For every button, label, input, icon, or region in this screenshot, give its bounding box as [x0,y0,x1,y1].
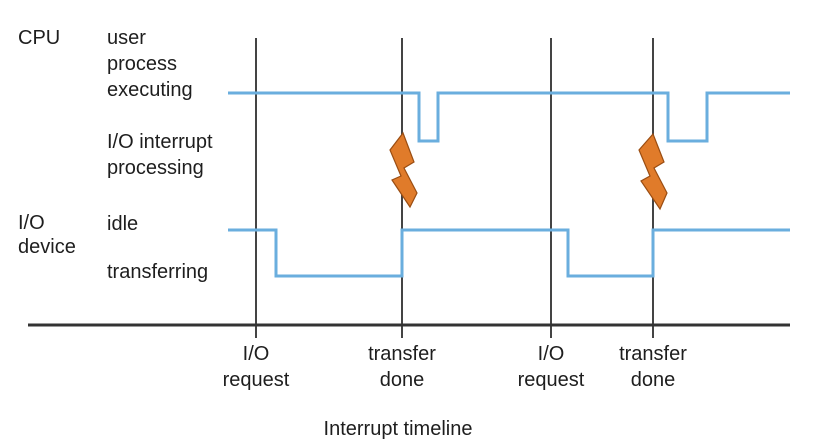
event-label-io-request: I/O request [222,343,290,391]
lightning-bolt-icon [389,131,418,209]
transferring-label: transferring [107,261,209,283]
event-label-transfer-done: transfer done [619,343,687,391]
diagram-caption: Interrupt timeline [323,418,473,440]
idle-label: idle [107,213,139,235]
user-process-executing-label: user process executing [107,27,193,101]
cpu-label: CPU [18,27,61,49]
event-label-io-request: I/O request [517,343,585,391]
event-label-transfer-done: transfer done [368,343,436,391]
cpu-activity-signal [228,91,790,143]
io-device-signal [228,228,790,278]
io-device-label: I/O device [18,212,76,258]
io-interrupt-processing-label: I/O interrupt processing [107,131,213,179]
lightning-bolt-icon [638,132,668,211]
